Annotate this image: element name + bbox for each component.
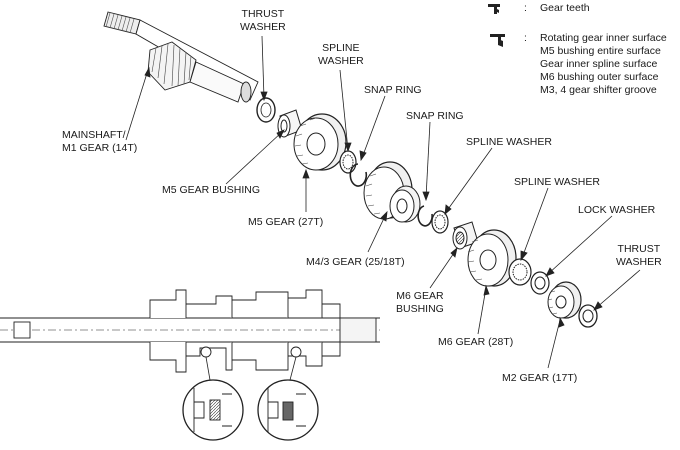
label-thrust-washer-2: THRUST WASHER bbox=[616, 243, 662, 268]
detail-circle-right bbox=[257, 356, 319, 441]
spline-washer-1 bbox=[339, 150, 357, 174]
grease-application-icon bbox=[490, 34, 505, 47]
legend-colon-1: : bbox=[524, 2, 527, 14]
label-snap-ring-1: SNAP RING bbox=[364, 84, 422, 96]
label-thrust-washer-1: THRUST WASHER bbox=[240, 8, 286, 33]
m2-gear bbox=[547, 281, 582, 319]
snap-ring-2 bbox=[417, 205, 433, 227]
spline-washer-3 bbox=[508, 258, 532, 286]
legend-area-1: Rotating gear inner surface bbox=[540, 32, 667, 44]
oil-can-teeth-icon bbox=[488, 4, 500, 14]
lock-washer bbox=[530, 271, 550, 295]
label-spline-washer-1: SPLINE WASHER bbox=[318, 42, 364, 67]
label-mainshaft: MAINSHAFT/ M1 GEAR (14T) bbox=[62, 129, 138, 154]
spline-washer-2 bbox=[431, 210, 449, 234]
label-m4-3-gear: M4/3 GEAR (25/18T) bbox=[306, 256, 405, 268]
m6-gear bbox=[467, 229, 517, 287]
legend-gear-teeth: Gear teeth bbox=[540, 2, 590, 14]
leader-lines bbox=[125, 35, 641, 369]
label-m5-gear: M5 GEAR (27T) bbox=[248, 216, 324, 228]
thrust-washer-1 bbox=[256, 97, 276, 123]
legend-area-2: M5 bushing entire surface bbox=[540, 45, 661, 57]
m5-gear bbox=[293, 113, 347, 171]
legend-area-3: Gear inner spline surface bbox=[540, 58, 658, 70]
legend-areas: Rotating gear inner surface M5 bushing e… bbox=[540, 32, 667, 97]
shaft-cross-section bbox=[0, 289, 380, 373]
snap-ring-1 bbox=[349, 163, 368, 187]
detail-circle-left bbox=[182, 356, 244, 441]
m4-3-gear bbox=[363, 161, 421, 223]
legend-colon-2: : bbox=[524, 32, 527, 44]
label-m2-gear: M2 GEAR (17T) bbox=[502, 372, 578, 384]
label-m6-gear-bushing: M6 GEAR BUSHING bbox=[396, 290, 444, 315]
label-m5-gear-bushing: M5 GEAR BUSHING bbox=[162, 184, 261, 196]
legend-area-4: M6 bushing outer surface bbox=[540, 71, 659, 83]
label-spline-washer-2: SPLINE WASHER bbox=[466, 136, 552, 148]
label-spline-washer-3: SPLINE WASHER bbox=[514, 176, 600, 188]
label-snap-ring-2: SNAP RING bbox=[406, 110, 464, 122]
legend-area-5: M3, 4 gear shifter groove bbox=[540, 84, 657, 96]
thrust-washer-2 bbox=[578, 304, 598, 328]
m5-gear-bushing bbox=[277, 109, 303, 138]
label-m6-gear: M6 GEAR (28T) bbox=[438, 336, 514, 348]
mainshaft-illustration bbox=[103, 11, 259, 103]
label-lock-washer: LOCK WASHER bbox=[578, 204, 656, 216]
